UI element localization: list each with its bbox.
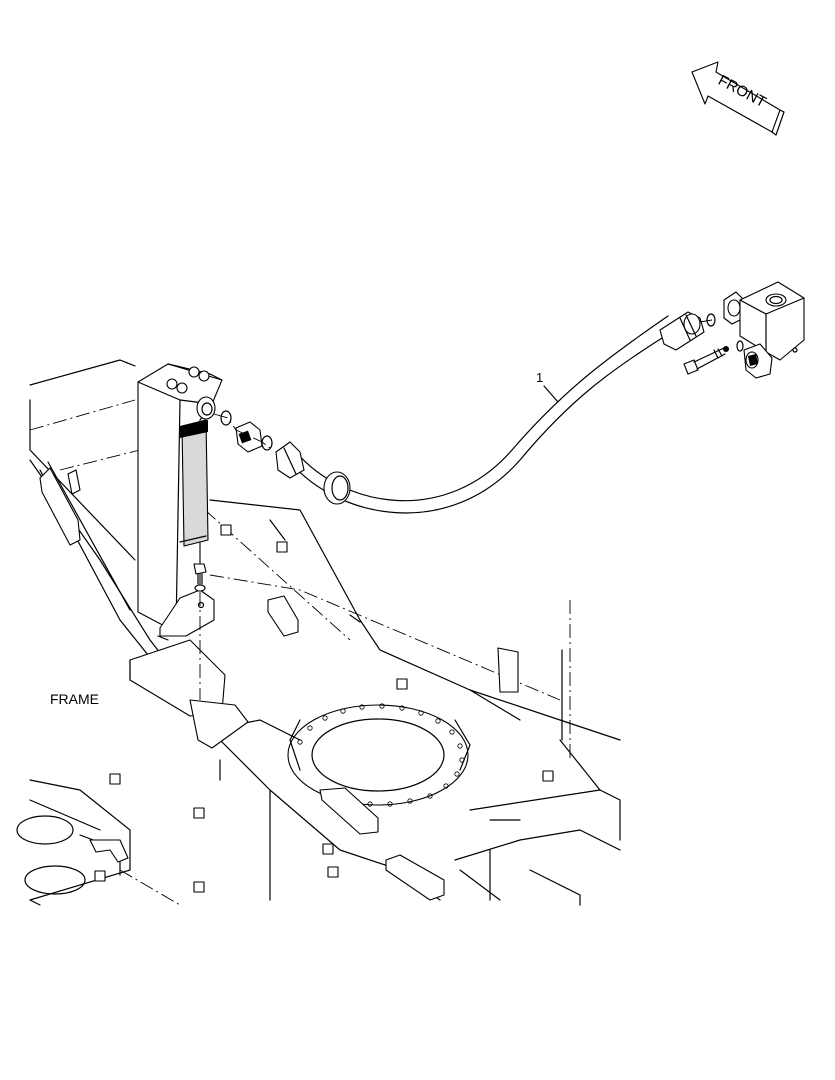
valve-block [683, 281, 805, 379]
base-bolt [193, 563, 207, 700]
filter-housing [137, 363, 223, 641]
front-arrow: FRONT [691, 61, 785, 136]
frame-label: FRAME [50, 691, 99, 707]
ring-bolt-holes [297, 703, 465, 807]
machine-frame [16, 359, 621, 906]
hose-assembly [275, 311, 705, 514]
callout-1-leader [543, 385, 559, 403]
filter-side-fittings [213, 410, 273, 453]
frame-nuts [94, 524, 554, 893]
callout-1-label: 1 [536, 370, 543, 385]
